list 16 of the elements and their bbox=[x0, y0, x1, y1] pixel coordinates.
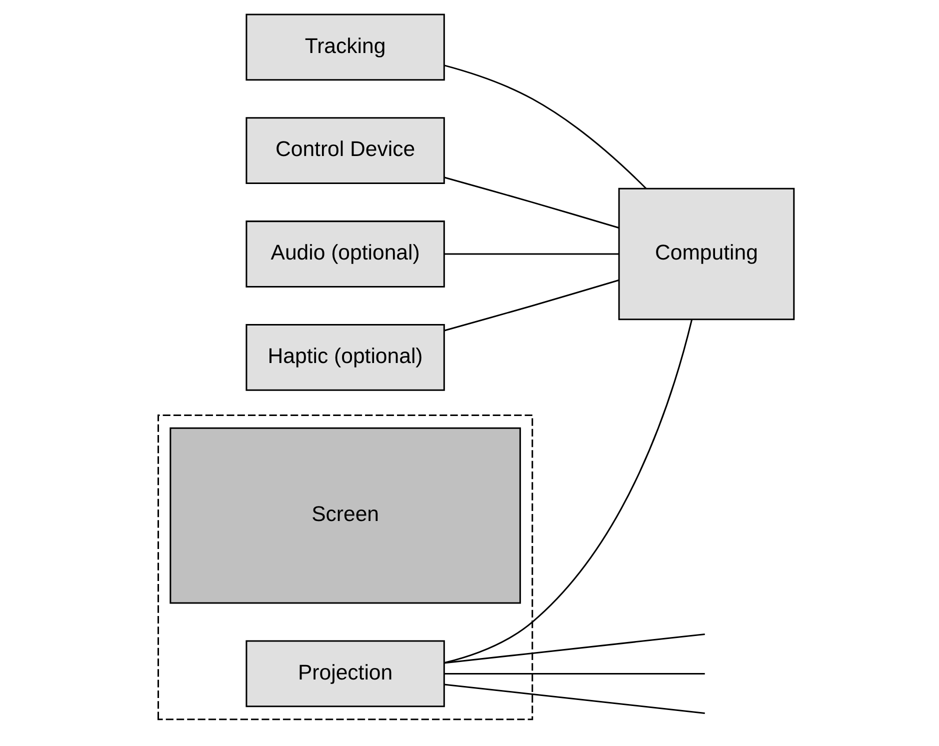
cluster bbox=[157, 414, 533, 720]
node-box: Screen bbox=[169, 427, 520, 604]
connector bbox=[444, 672, 704, 674]
connector bbox=[443, 279, 619, 332]
node-box: Projection bbox=[245, 640, 444, 708]
connector bbox=[443, 176, 619, 229]
node-box: Haptic (optional) bbox=[245, 324, 444, 391]
connector bbox=[444, 633, 704, 664]
node-box: Computing bbox=[618, 188, 794, 320]
node-box: Audio (optional) bbox=[245, 220, 444, 288]
connector bbox=[444, 64, 646, 190]
connector bbox=[444, 684, 704, 714]
node-box: Tracking bbox=[245, 14, 444, 81]
connector bbox=[444, 319, 692, 664]
connector bbox=[444, 253, 618, 255]
node-box: Control Device bbox=[245, 117, 444, 184]
